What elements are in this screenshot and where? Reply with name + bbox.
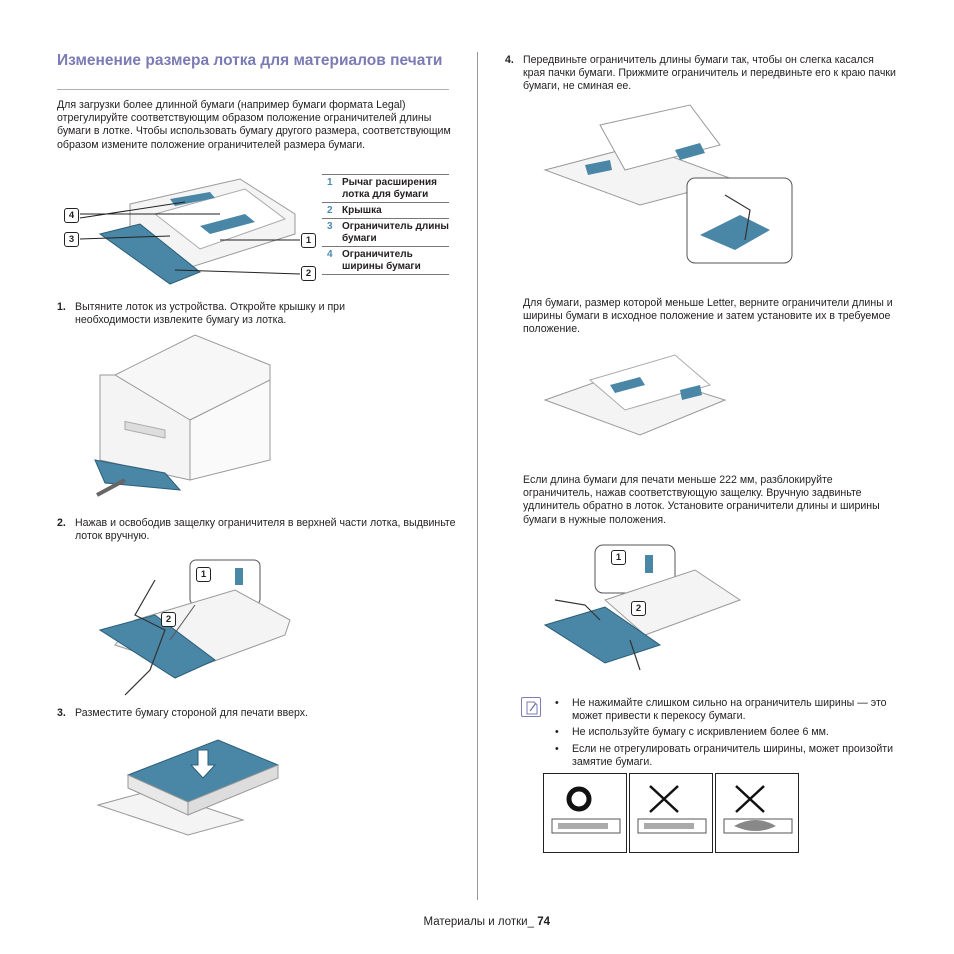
step-2-text: Нажав и освободив защелку ограничителя в…: [75, 517, 456, 543]
step-2-number: 2.: [57, 517, 66, 529]
step-1-text: Вытяните лоток из устройства. Откройте к…: [75, 301, 345, 327]
legend-number: 1: [322, 174, 342, 203]
correct-guide-box: [543, 773, 627, 853]
letter-note: Для бумаги, размер которой меньше Letter…: [523, 297, 893, 336]
short-paper-note: Если длина бумаги для печати меньше 222 …: [523, 474, 880, 526]
skewed-paper-box: [629, 773, 713, 853]
short-callout-2: 2: [631, 601, 646, 616]
legend-number: 3: [322, 218, 342, 247]
short-callout-1: 1: [611, 550, 626, 565]
step-3-text: Разместите бумагу стороной для печати вв…: [75, 707, 309, 719]
column-divider: [477, 52, 478, 900]
legend-number: 2: [322, 202, 342, 219]
note-icon: [521, 697, 541, 717]
notes-list: Не нажимайте слишком сильно на ограничит…: [555, 697, 900, 772]
tray-illustration: [79, 178, 301, 285]
step-1-number: 1.: [57, 301, 66, 313]
step-3-number: 3.: [57, 707, 66, 719]
printer-illustration: [94, 334, 271, 497]
step-2-callout-2: 2: [161, 612, 176, 627]
note-item: Если не отрегулировать ограничитель шири…: [555, 743, 900, 769]
step-2-callout-1: 1: [196, 567, 211, 582]
circle-ok-icon: [551, 786, 621, 834]
intro-paragraph: Для загрузки более длинной бумаги (напри…: [57, 99, 451, 151]
cross-icon: [637, 785, 707, 834]
callout-2: 2: [301, 266, 316, 281]
tray-extend-illustration: [98, 559, 291, 696]
legend-number: 4: [322, 246, 342, 275]
note-item: Не используйте бумагу с искривлением бол…: [555, 726, 900, 739]
callout-1: 1: [301, 233, 316, 248]
jam-box: [715, 773, 799, 853]
step-4-number: 4.: [505, 54, 514, 66]
legend-label: Ограничитель длины бумаги: [342, 218, 449, 247]
page-footer: Материалы и лотки_ 74: [398, 916, 551, 928]
legend-label: Крышка: [342, 202, 449, 219]
page-title: Изменение размера лотка для материалов п…: [57, 52, 443, 69]
page-number: 74: [537, 916, 550, 928]
note-item: Не нажимайте слишком сильно на ограничит…: [555, 697, 900, 723]
cross-icon: [723, 785, 793, 834]
legend-label: Ограничитель ширины бумаги: [342, 246, 449, 275]
callout-3: 3: [64, 232, 79, 247]
footer-section: Материалы и лотки_: [423, 916, 535, 928]
step-4-text: Передвиньте ограничитель длины бумаги та…: [523, 54, 896, 93]
legend-label: Рычаг расширения лотка для бумаги: [342, 174, 449, 203]
paper-stack-illustration: [96, 739, 280, 836]
title-divider: [57, 89, 449, 90]
length-guide-illustration: [543, 104, 793, 264]
letter-guides-illustration: [543, 354, 727, 436]
callout-4: 4: [64, 208, 79, 223]
